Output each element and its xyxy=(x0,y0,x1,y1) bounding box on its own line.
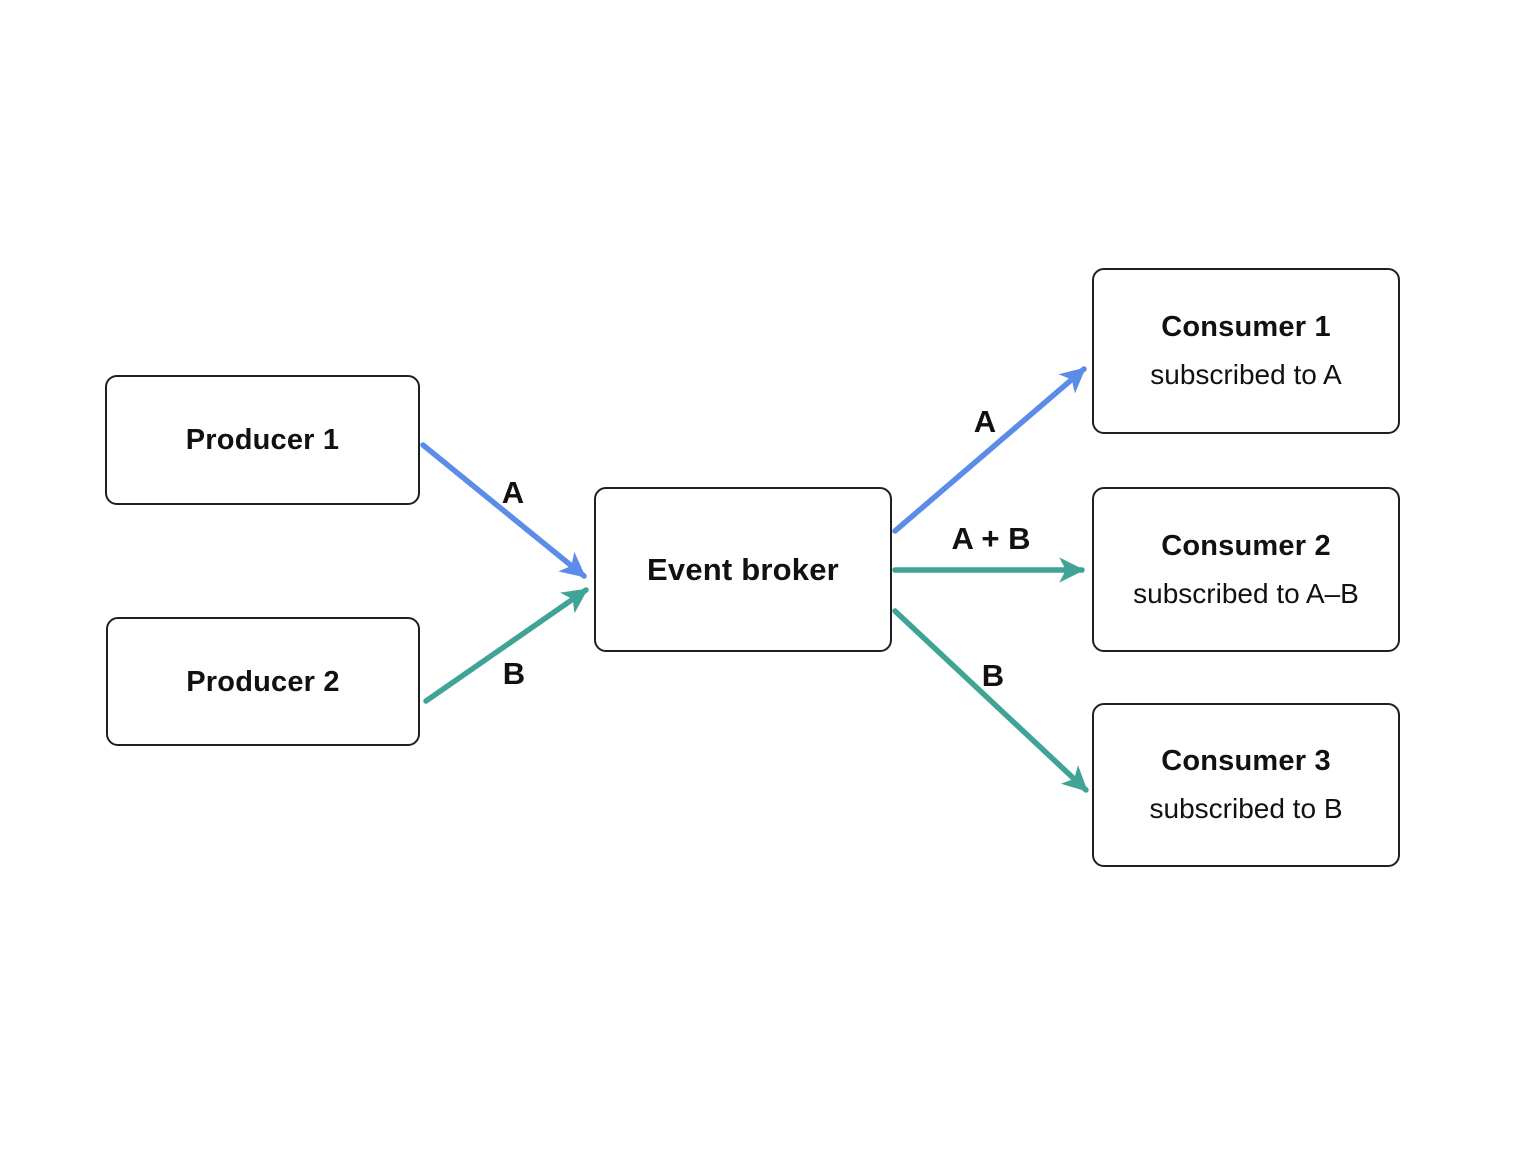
edge-broker-consumer3 xyxy=(892,608,1089,793)
edge-label-broker-consumer1: A xyxy=(973,404,997,439)
node-event-broker: Event broker xyxy=(594,487,892,652)
node-consumer-3-subscription: subscribed to B xyxy=(1149,793,1343,824)
node-producer-1-label: Producer 1 xyxy=(185,424,340,456)
node-consumer-2-label: Consumer 2 xyxy=(1161,529,1331,562)
edge-broker-consumer1 xyxy=(892,366,1087,534)
node-consumer-2-subscription: subscribed to A–B xyxy=(1133,577,1359,609)
node-producer-1: Producer 1 xyxy=(105,375,420,505)
node-consumer-3-label: Consumer 3 xyxy=(1161,745,1331,777)
edge-label-broker-consumer2: A + B xyxy=(951,521,1031,556)
node-producer-2-label: Producer 2 xyxy=(186,665,340,698)
node-event-broker-label: Event broker xyxy=(647,551,839,587)
node-consumer-1-label: Consumer 1 xyxy=(1161,311,1331,343)
node-consumer-2: Consumer 2 subscribed to A–B xyxy=(1092,487,1400,652)
edge-label-broker-consumer3: B xyxy=(981,658,1005,693)
edge-label-producer1-broker: A xyxy=(501,475,525,510)
edge-label-producer2-broker: B xyxy=(502,656,526,691)
node-consumer-1: Consumer 1 subscribed to A xyxy=(1092,268,1400,434)
node-consumer-1-subscription: subscribed to A xyxy=(1150,359,1342,390)
node-producer-2: Producer 2 xyxy=(106,617,420,746)
node-consumer-3: Consumer 3 subscribed to B xyxy=(1092,703,1400,867)
